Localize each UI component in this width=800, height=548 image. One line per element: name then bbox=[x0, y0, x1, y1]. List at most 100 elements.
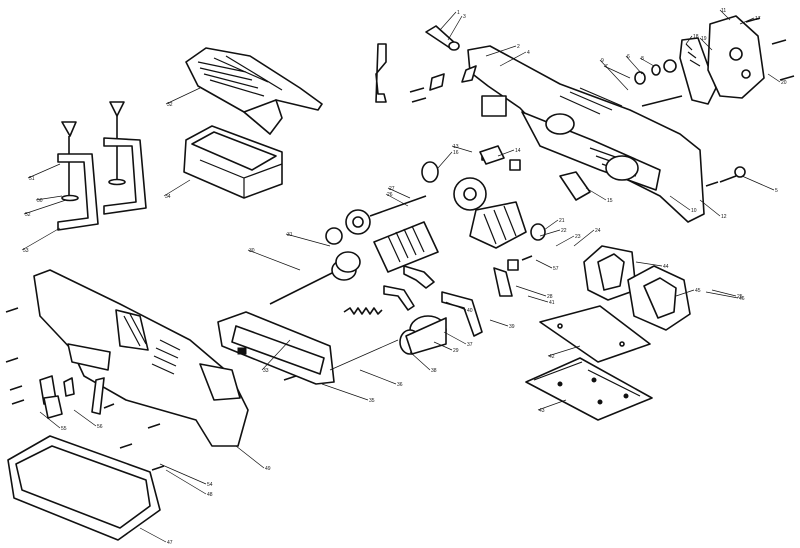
leader-line-l27 bbox=[387, 187, 411, 199]
leader-line-l17 bbox=[739, 17, 755, 25]
leader-line-l52 bbox=[23, 199, 67, 215]
pulley-washers bbox=[634, 59, 683, 107]
part-number-l49: 49 bbox=[265, 466, 271, 472]
part-number-l40: 40 bbox=[467, 308, 473, 314]
part-number-l39: 39 bbox=[509, 324, 515, 330]
leader-line-l43 bbox=[537, 399, 567, 411]
leader-line-l6 bbox=[625, 55, 643, 75]
part-number-l8: 8 bbox=[641, 56, 644, 62]
part-number-l4: 4 bbox=[527, 50, 530, 56]
armature bbox=[335, 201, 546, 273]
tension-spring bbox=[343, 307, 383, 315]
part-number-l1: 1 bbox=[457, 10, 460, 16]
leader-line-l5 bbox=[741, 175, 775, 191]
leader-line-l56 bbox=[73, 409, 97, 427]
part-number-l17: 17 bbox=[755, 16, 761, 22]
part-number-l7: 7 bbox=[605, 64, 608, 70]
part-number-l41: 41 bbox=[549, 300, 555, 306]
leader-line-l49 bbox=[235, 445, 265, 469]
leader-line-l45 bbox=[675, 289, 695, 297]
part-number-l12: 12 bbox=[721, 214, 727, 220]
part-number-l10: 10 bbox=[691, 208, 697, 214]
leader-line-l8 bbox=[639, 57, 655, 67]
leader-line-l20 bbox=[767, 73, 781, 83]
motor-gears bbox=[325, 161, 487, 245]
leader-line-l36 bbox=[359, 369, 397, 385]
cable-clamp bbox=[479, 145, 505, 165]
part-number-l28: 28 bbox=[547, 294, 553, 300]
part-number-l16: 16 bbox=[453, 150, 459, 156]
part-number-l21: 21 bbox=[559, 218, 565, 224]
gear-cover bbox=[707, 15, 765, 99]
part-number-l31: 31 bbox=[287, 232, 293, 238]
leader-line-l15 bbox=[585, 187, 607, 201]
part-number-l47: 47 bbox=[167, 540, 173, 546]
leader-line-l37 bbox=[443, 331, 467, 345]
leader-line-l55 bbox=[39, 411, 61, 429]
stator bbox=[583, 245, 691, 331]
leader-line-l39 bbox=[489, 319, 509, 327]
part-number-l27: 27 bbox=[389, 186, 395, 192]
part-number-l24: 24 bbox=[595, 228, 601, 234]
leader-line-l46 bbox=[705, 291, 739, 299]
leader-line-l10 bbox=[669, 195, 691, 211]
base-plate bbox=[217, 311, 335, 385]
part-number-l57: 57 bbox=[553, 266, 559, 272]
part-number-l20: 20 bbox=[781, 80, 787, 86]
leader-line-l33 bbox=[261, 339, 291, 371]
cord-guard bbox=[375, 25, 460, 103]
leader-line-l38 bbox=[409, 351, 431, 371]
part-number-l9: 9 bbox=[601, 58, 604, 64]
part-number-l37: 37 bbox=[467, 342, 473, 348]
leader-line-l13 bbox=[451, 145, 473, 153]
leader-line-l30 bbox=[247, 249, 301, 271]
part-number-l26: 26 bbox=[387, 192, 393, 198]
leader-line-l48 bbox=[165, 469, 207, 495]
leader-line-l31 bbox=[285, 233, 331, 247]
leader-line-l22 bbox=[539, 229, 561, 237]
front-roller bbox=[329, 315, 447, 371]
leader-line-l40 bbox=[445, 301, 467, 311]
part-number-l51: 51 bbox=[29, 176, 35, 182]
part-number-l13: 13 bbox=[453, 144, 459, 150]
leader-line-l34 bbox=[163, 179, 191, 197]
shaft-rod bbox=[369, 195, 427, 217]
part-number-l11: 11 bbox=[721, 8, 726, 14]
clamp-right bbox=[103, 101, 147, 215]
leader-line-l2 bbox=[485, 45, 517, 57]
sanding-belt bbox=[7, 435, 161, 541]
leader-line-l11 bbox=[719, 9, 731, 21]
graphite-plate bbox=[525, 357, 653, 421]
part-number-l6: 6 bbox=[627, 54, 630, 60]
switch-parts bbox=[429, 65, 507, 117]
leader-line-l7 bbox=[603, 65, 631, 79]
part-number-l44: 44 bbox=[663, 264, 669, 270]
leader-line-l25 bbox=[711, 289, 737, 297]
leader-line-l29 bbox=[433, 341, 453, 351]
dust-box bbox=[183, 125, 283, 199]
leader-line-l26 bbox=[385, 193, 409, 207]
leader-line-l24 bbox=[573, 229, 595, 247]
leader-line-l28 bbox=[515, 285, 547, 297]
part-number-l18: 18 bbox=[693, 34, 699, 40]
part-number-l36: 36 bbox=[397, 382, 403, 388]
leader-line-l54 bbox=[159, 463, 207, 485]
left-housing bbox=[33, 269, 249, 447]
tension-levers bbox=[383, 265, 513, 337]
leader-line-l14 bbox=[497, 149, 515, 157]
part-number-l46: 46 bbox=[739, 296, 745, 302]
screws bbox=[5, 17, 795, 471]
part-number-l15: 15 bbox=[607, 198, 613, 204]
part-number-l54: 54 bbox=[207, 482, 213, 488]
leader-line-l21 bbox=[543, 219, 559, 231]
part-number-l38: 38 bbox=[431, 368, 437, 374]
part-number-l45: 45 bbox=[695, 288, 701, 294]
part-number-l29: 29 bbox=[453, 348, 459, 354]
leader-line-l53 bbox=[21, 227, 61, 251]
part-number-l5: 5 bbox=[775, 188, 778, 194]
part-number-l22: 22 bbox=[561, 228, 567, 234]
part-number-l14: 14 bbox=[515, 148, 521, 154]
leader-line-l18 bbox=[685, 35, 693, 45]
leader-line-l51 bbox=[27, 163, 61, 179]
